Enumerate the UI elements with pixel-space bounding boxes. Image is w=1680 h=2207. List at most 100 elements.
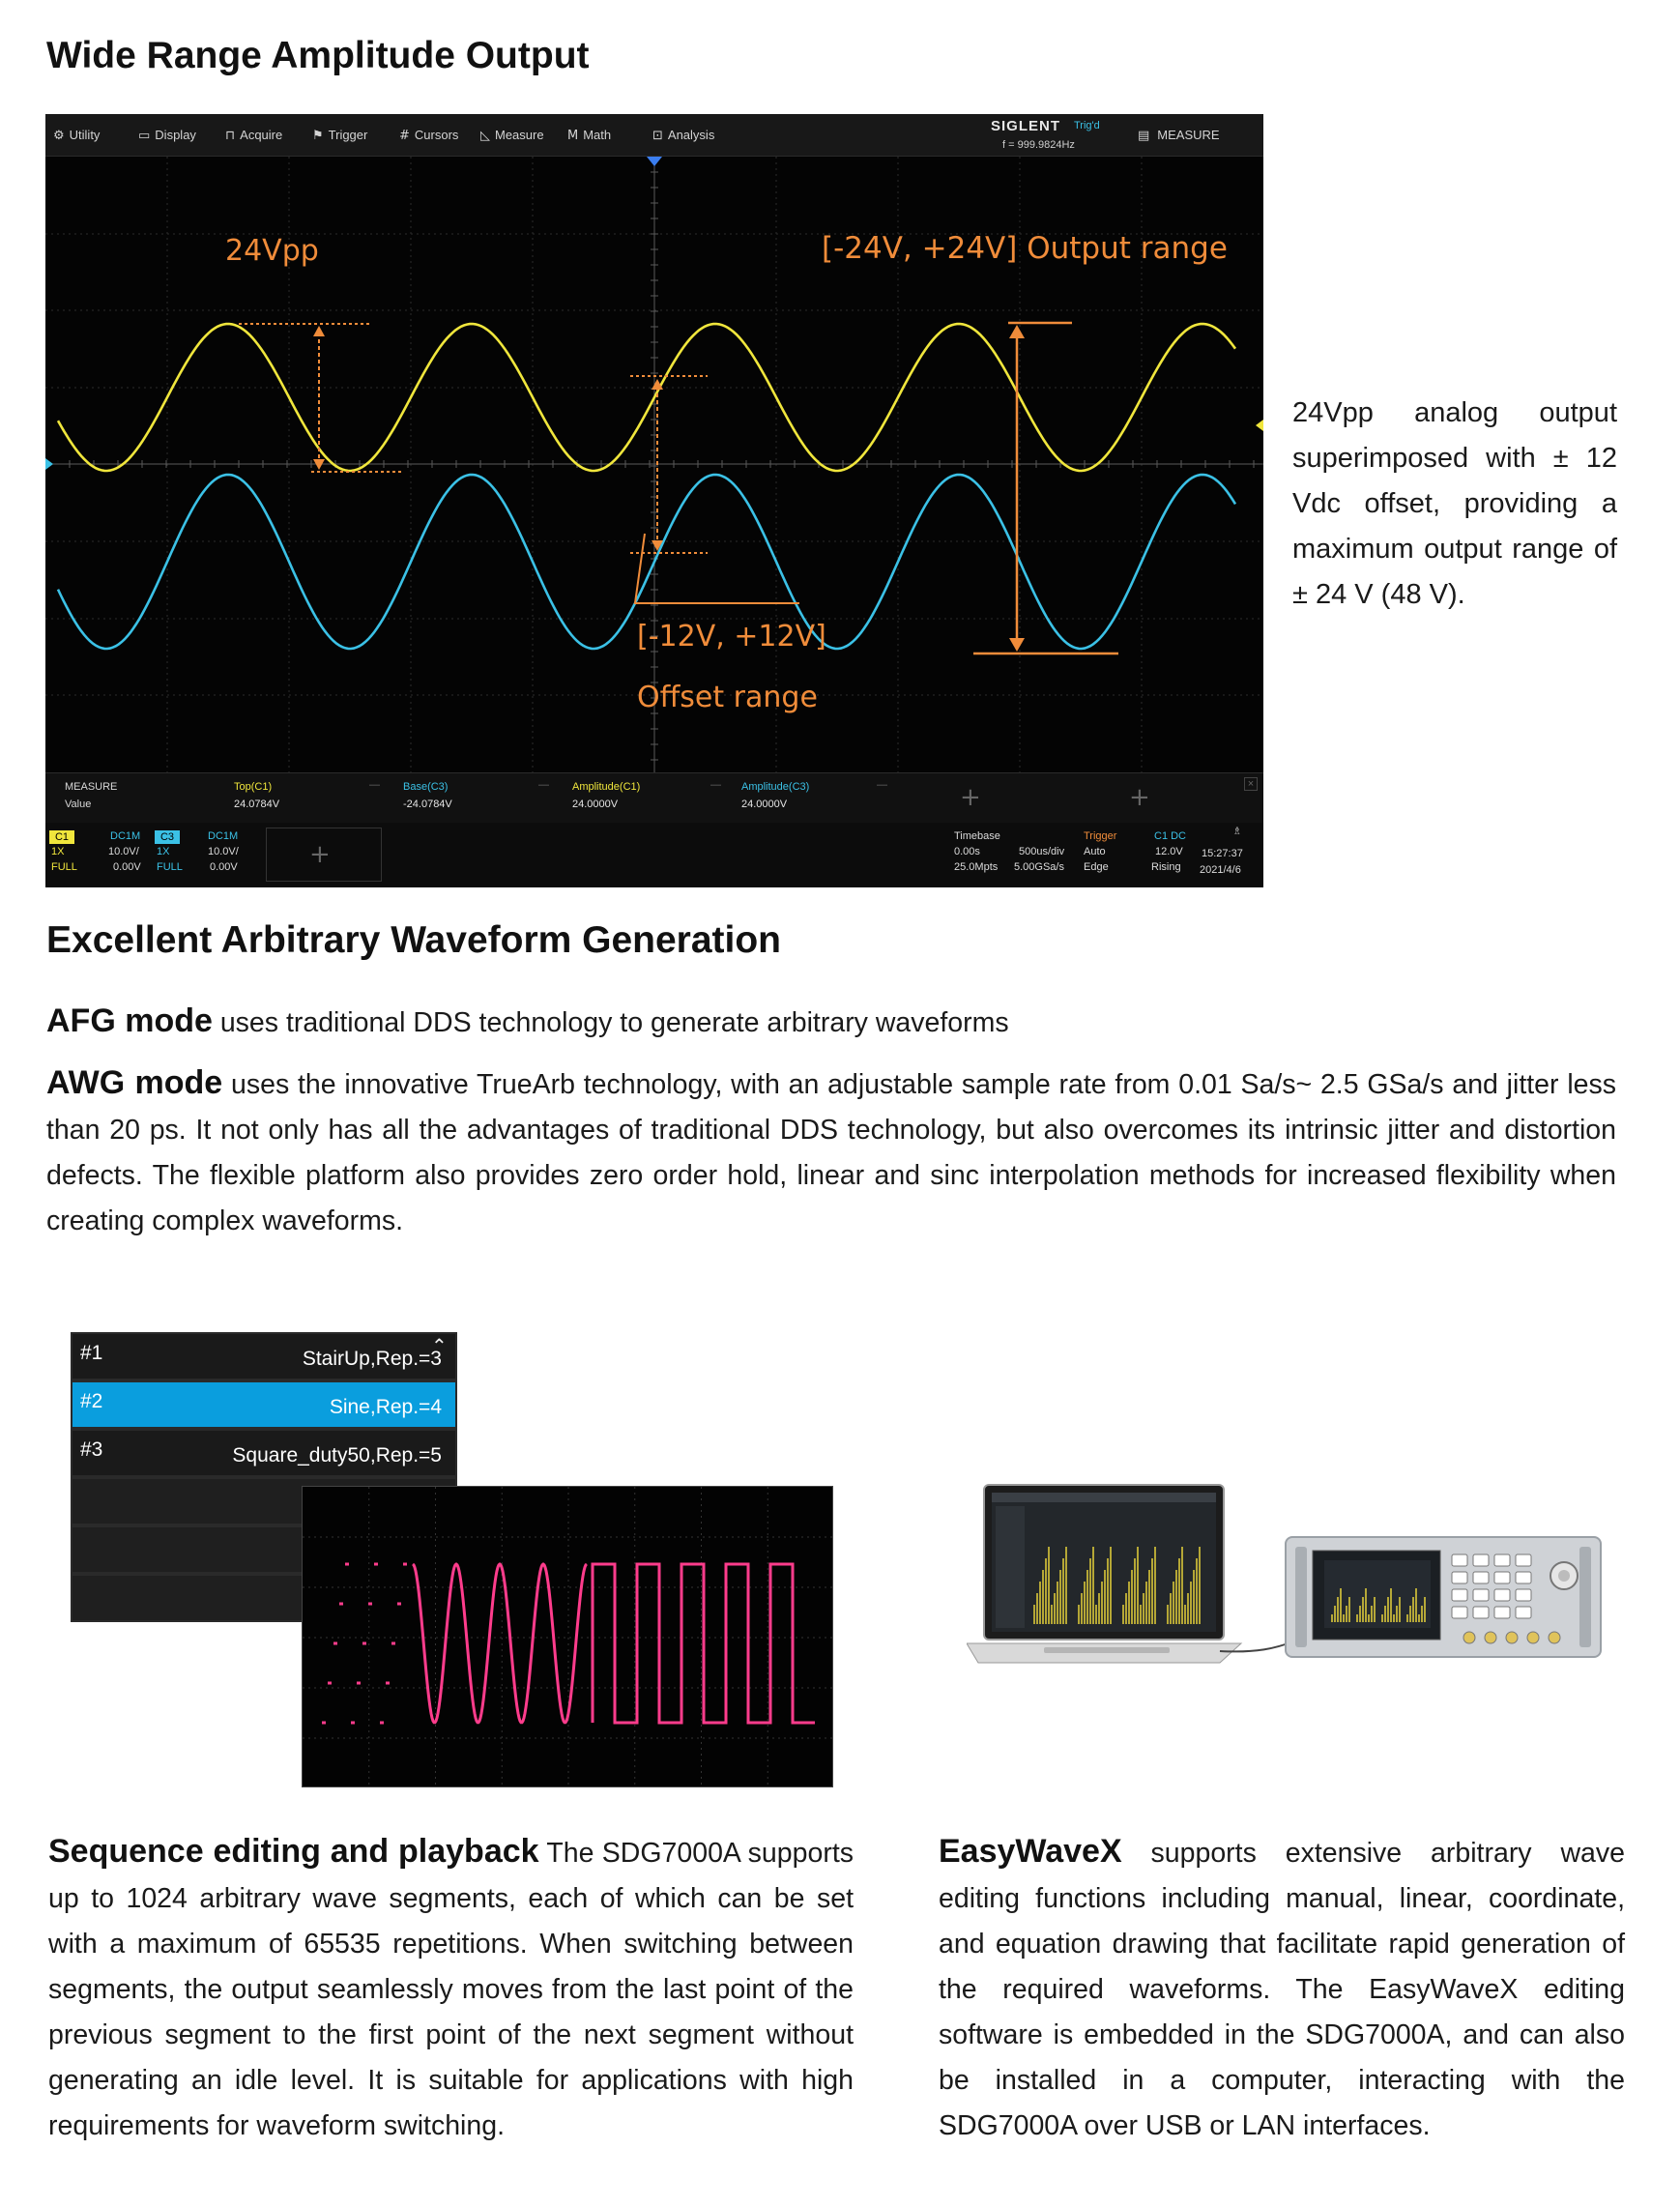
generator-key [1451, 1588, 1468, 1602]
ch1-probe: 1X [51, 846, 65, 857]
timebase-rate: 5.00GSa/s [1014, 861, 1064, 873]
sequence-index: #1 [80, 1342, 103, 1364]
oscilloscope-screenshot: ⚙Utility ▭Display ⊓Acquire ⚑Trigger #Cur… [45, 114, 1263, 887]
frequency-readout: f = 999.9824Hz [1002, 139, 1075, 151]
vpp-arrow-down [313, 459, 325, 470]
trigger-source: C1 DC [1154, 830, 1187, 842]
awg-mode-paragraph: AWG mode uses the innovative TrueArb tec… [46, 1060, 1616, 1244]
measure-item-name[interactable]: Amplitude(C3) [741, 781, 810, 793]
trigger-level: 12.0V [1155, 846, 1183, 857]
measure-item-value: 24.0784V [234, 799, 280, 810]
add-measure-plus-icon[interactable]: + [1129, 783, 1150, 812]
section-title-wide-range: Wide Range Amplitude Output [46, 35, 590, 76]
generator-key [1451, 1606, 1468, 1619]
sine-segment [412, 1562, 588, 1725]
chevron-up-icon[interactable]: ⌃ [431, 1334, 448, 1357]
generator-key [1515, 1554, 1532, 1567]
sequence-row[interactable]: #1 StairUp,Rep.=3 [72, 1334, 455, 1379]
add-measure-plus-icon[interactable]: + [960, 783, 981, 812]
amplitude-description: 24Vpp analog output superimposed with ± … [1292, 397, 1617, 610]
afg-mode-paragraph: AFG mode uses traditional DDS technology… [46, 999, 1637, 1046]
sequence-waveform-screen [302, 1486, 834, 1788]
vpp-annotation: 24Vpp [225, 234, 319, 268]
ch1-bandwidth: FULL [51, 861, 77, 873]
acquire-icon: ⊓ [225, 129, 236, 143]
display-icon: ▭ [138, 129, 151, 143]
generator-key [1451, 1571, 1468, 1584]
measure-separator: — [369, 779, 380, 791]
scope-menu-bar: ⚙Utility ▭Display ⊓Acquire ⚑Trigger #Cur… [45, 114, 1263, 157]
generator-key [1472, 1554, 1490, 1567]
menu-utility[interactable]: ⚙Utility [53, 128, 101, 143]
ch3-sine-trace [56, 473, 1237, 651]
ch3-tag[interactable]: C3 [155, 830, 180, 844]
ch3-scale: 10.0V/ [208, 846, 239, 857]
clock-date: 2021/4/6 [1200, 864, 1241, 876]
measure-label: MEASURE [65, 781, 118, 793]
measure-separator: — [877, 779, 887, 791]
measure-item-value: 24.0000V [572, 799, 619, 810]
signal-generator-icon [1285, 1536, 1602, 1658]
menu-analysis[interactable]: ⊡Analysis [652, 128, 715, 143]
ch1-tag[interactable]: C1 [49, 830, 74, 844]
afg-mode-text: uses traditional DDS technology to gener… [212, 1007, 1009, 1038]
menu-acquire[interactable]: ⊓Acquire [225, 128, 283, 143]
cursors-icon: # [399, 129, 410, 143]
bnc-connector [1463, 1631, 1476, 1644]
menu-measure[interactable]: ◺Measure [480, 128, 544, 143]
timebase-label: Timebase [954, 830, 1000, 842]
vpp-arrow-up [313, 326, 325, 336]
add-channel-button[interactable]: + [266, 828, 382, 882]
trigger-label: Trigger [1084, 830, 1117, 842]
easywavex-label: EasyWaveX [939, 1833, 1122, 1870]
measure-value-label: Value [65, 799, 92, 810]
menu-display[interactable]: ▭Display [138, 128, 196, 143]
awg-mode-label: AWG mode [46, 1064, 223, 1101]
offset-label-annotation: Offset range [637, 681, 818, 714]
ch1-coupling: DC1M [110, 830, 141, 842]
easywavex-paragraph: EasyWaveX supports extensive arbitrary w… [939, 1829, 1625, 2149]
center-ticks [45, 157, 1255, 761]
offset-arrow-up [652, 379, 663, 390]
generator-key [1472, 1606, 1490, 1619]
timebase-mpts: 25.0Mpts [954, 861, 999, 873]
siglent-logo: SIGLENT [991, 118, 1061, 134]
math-icon: M [567, 129, 579, 143]
sequence-grid [303, 1487, 834, 1788]
ch1-sine-trace [56, 322, 1237, 473]
sequence-waveform-trace [322, 1562, 815, 1725]
measure-icon: ◺ [480, 129, 490, 143]
close-icon[interactable]: × [1244, 777, 1258, 791]
menu-trigger[interactable]: ⚑Trigger [312, 128, 368, 143]
range-arrow-up [1009, 325, 1025, 338]
generator-key [1515, 1606, 1532, 1619]
measure-separator: — [538, 779, 549, 791]
measure-item-name[interactable]: Base(C3) [403, 781, 449, 793]
section-title-arbitrary: Excellent Arbitrary Waveform Generation [46, 919, 782, 961]
laptop-icon [967, 1484, 1243, 1664]
sequence-row[interactable]: #3 Square_duty50,Rep.=5 [72, 1431, 455, 1475]
trigger-slope: Rising [1151, 861, 1181, 873]
trigger-position-marker [647, 157, 662, 166]
network-icon[interactable]: ♗ [1232, 825, 1242, 837]
sequence-editing-text: The SDG7000A supports up to 1024 arbitra… [48, 1838, 854, 2141]
sequence-waveform-plot [303, 1487, 834, 1788]
sequence-row-selected[interactable]: #2 Sine,Rep.=4 [72, 1382, 455, 1427]
bnc-connector [1548, 1631, 1561, 1644]
menu-cursors[interactable]: #Cursors [399, 128, 459, 143]
bnc-connector [1505, 1631, 1519, 1644]
sequence-index: #2 [80, 1390, 103, 1412]
sequence-index: #3 [80, 1438, 103, 1461]
measure-item-name[interactable]: Top(C1) [234, 781, 273, 793]
measure-button[interactable]: ▤MEASURE [1138, 128, 1220, 143]
measure-item-name[interactable]: Amplitude(C1) [572, 781, 641, 793]
output-range-annotation: [-24V, +24V] Output range [822, 231, 1228, 266]
clock-time: 15:27:37 [1202, 848, 1243, 859]
ch3-probe: 1X [157, 846, 170, 857]
measure-separator: — [710, 779, 721, 791]
gear-icon: ⚙ [53, 129, 65, 143]
generator-key [1493, 1588, 1511, 1602]
bnc-connector [1484, 1631, 1497, 1644]
sequence-name: Square_duty50,Rep.=5 [232, 1444, 442, 1466]
